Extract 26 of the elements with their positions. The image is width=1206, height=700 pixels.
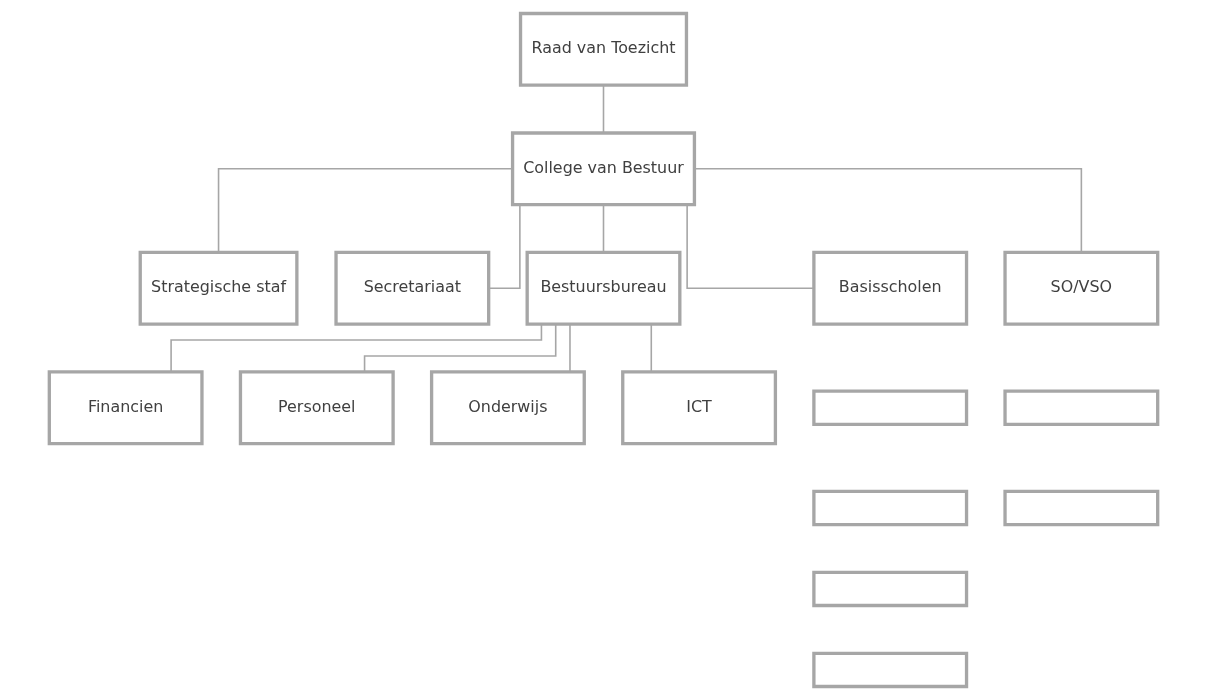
- connector: [602, 203, 604, 253]
- connector: [169, 323, 542, 373]
- node-box: [811, 570, 968, 608]
- connector: [650, 323, 652, 373]
- node-box: Bestuursbureau: [525, 250, 681, 326]
- node-box: [1002, 489, 1159, 527]
- node-box: Secretariaat: [333, 250, 490, 326]
- connector: [693, 168, 1082, 254]
- connector: [487, 203, 521, 290]
- connector: [568, 323, 571, 373]
- connector: [602, 84, 604, 134]
- node-box: Onderwijs: [429, 370, 586, 446]
- connector: [217, 168, 513, 254]
- node-box: Basisscholen: [811, 250, 968, 326]
- node-box: Financien: [47, 370, 204, 446]
- node-box: Strategische staf: [138, 250, 299, 326]
- node-box: ICT: [620, 370, 777, 446]
- connector: [685, 203, 814, 290]
- node-box: Raad van Toezicht: [518, 11, 688, 87]
- node-box: [811, 389, 968, 426]
- node-box: [1002, 389, 1159, 426]
- node-box: [811, 651, 968, 689]
- node-box: College van Bestuur: [510, 131, 696, 207]
- node-box: [811, 489, 968, 527]
- node-box: Personeel: [238, 370, 395, 446]
- node-box: SO/VSO: [1002, 250, 1159, 326]
